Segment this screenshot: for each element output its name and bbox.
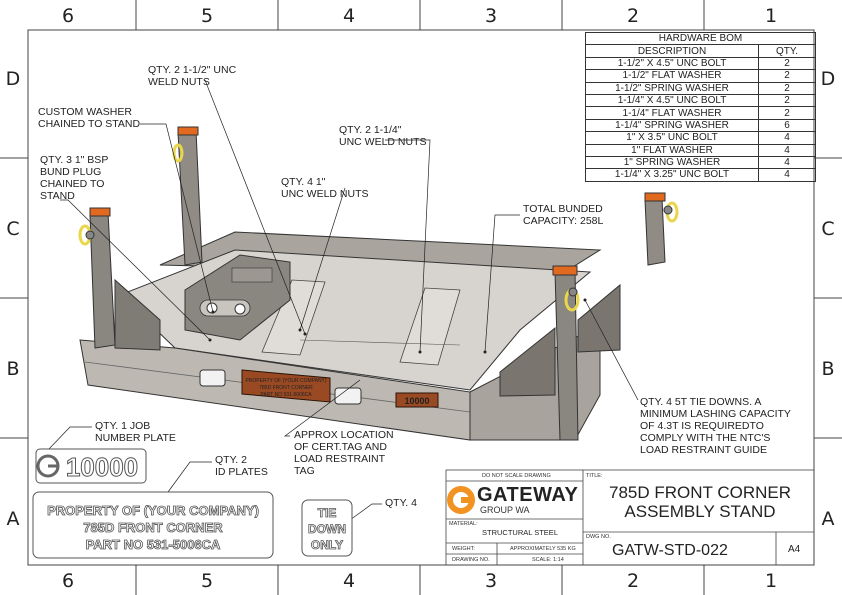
- corner-post-rear-left: [177, 126, 203, 266]
- id-plate: [32, 491, 274, 559]
- callout-bunded-capacity: TOTAL BUNDED CAPACITY: 258L: [523, 203, 604, 227]
- callout-weld-nuts-1: QTY. 4 1" UNC WELD NUTS: [281, 176, 369, 200]
- id-plate-line-2: 785D FRONT CORNER: [83, 520, 223, 535]
- gateway-logo-icon: [447, 486, 475, 514]
- bom-qty: 4: [758, 155, 816, 170]
- zone-left-b: B: [6, 358, 20, 380]
- bom-desc: 1" SPRING WASHER: [585, 155, 759, 170]
- zone-left-d: D: [5, 68, 21, 90]
- bom-desc: 1" FLAT WASHER: [585, 143, 759, 157]
- callout-job-plate: QTY. 1 JOB NUMBER PLATE: [95, 420, 176, 444]
- corner-post-front-right: [499, 265, 621, 441]
- material-label: MATERIAL:: [449, 521, 478, 527]
- company-sub: GROUP WA: [480, 505, 530, 515]
- zone-top-3: 3: [484, 5, 498, 27]
- material-value: STRUCTURAL STEEL: [482, 528, 558, 537]
- weight-label: WEIGHT:: [452, 546, 475, 552]
- sheet-size: A4: [788, 544, 801, 555]
- zone-bottom-6: 6: [61, 570, 75, 592]
- tag-line-2: 785D FRONT CORNER: [259, 385, 313, 391]
- job-tag-number: 10000: [404, 396, 429, 406]
- tie-plate-line-3: ONLY: [311, 538, 343, 552]
- job-tag: [395, 392, 439, 408]
- bom-qty: 6: [758, 118, 816, 133]
- zone-right-d: D: [820, 68, 836, 90]
- zone-bottom-2: 2: [626, 570, 640, 592]
- id-plate-line-3: PART NO 531-5006CA: [86, 537, 221, 552]
- tag-line-3: PART NO 531-5006CA: [260, 392, 312, 398]
- zone-right-a: A: [821, 508, 835, 530]
- dwg-number: GATW-STD-022: [612, 542, 728, 559]
- company-name: GATEWAY: [477, 484, 579, 506]
- tie-down-ring: [663, 201, 679, 223]
- bom-title: HARDWARE BOM: [585, 31, 816, 46]
- zone-top-1: 1: [764, 5, 778, 27]
- tie-down-ring: [172, 143, 184, 163]
- callout-weld-nuts-1-1-2: QTY. 2 1-1/2" UNC WELD NUTS: [148, 64, 237, 88]
- zone-bottom-1: 1: [764, 570, 778, 592]
- bom-qty: 4: [758, 168, 816, 182]
- custom-washer: [234, 303, 246, 315]
- zone-top-4: 4: [342, 5, 356, 27]
- cross-member: [399, 287, 461, 366]
- dwg-no-label: DWG NO.: [586, 534, 611, 540]
- tag-line-1: PROPERTY OF (YOUR COMPANY): [245, 378, 326, 384]
- bom-header-qty: QTY.: [758, 44, 816, 58]
- title-label: TITLE:: [586, 473, 603, 479]
- zone-top-2: 2: [626, 5, 640, 27]
- do-not-scale-label: DO NOT SCALE DRAWING: [482, 473, 551, 479]
- scale-value: SCALE: 1:14: [532, 557, 564, 563]
- zone-left-c: C: [6, 218, 20, 240]
- zone-top-5: 5: [200, 5, 214, 27]
- callout-tie-qty: QTY. 4: [385, 497, 417, 509]
- fork-pocket: [199, 369, 226, 387]
- drawing-no-label: DRAWING NO.: [452, 557, 490, 563]
- callout-weld-nuts-1-1-4: QTY. 2 1-1/4" UNC WELD NUTS: [339, 124, 427, 148]
- tie-down-plate: [301, 499, 353, 557]
- zone-bottom-3: 3: [484, 570, 498, 592]
- drawing-title: 785D FRONT CORNER ASSEMBLY STAND: [609, 483, 791, 521]
- callout-custom-washer: CUSTOM WASHER CHAINED TO STAND: [38, 106, 141, 130]
- id-plate-line-1: PROPERTY OF (YOUR COMPANY): [47, 503, 259, 518]
- zone-bottom-5: 5: [200, 570, 214, 592]
- job-plate-number: 10000: [66, 452, 138, 482]
- tie-down-ring: [564, 287, 580, 312]
- callout-id-plates: QTY. 2 ID PLATES: [215, 454, 268, 478]
- callout-tie-downs: QTY. 4 5T TIE DOWNS. A MINIMUM LASHING C…: [640, 396, 791, 456]
- tie-down-ring: [78, 224, 95, 246]
- bom-qty: 4: [758, 131, 816, 145]
- zone-left-a: A: [6, 508, 20, 530]
- weight-value: APPROXIMATELY 535 KG: [510, 546, 576, 552]
- callout-cert-tag: APPROX LOCATION OF CERT.TAG AND LOAD RES…: [294, 429, 394, 477]
- g-logo-icon: [36, 454, 60, 478]
- tie-plate-line-2: DOWN: [308, 522, 346, 536]
- bom-qty: 4: [758, 143, 816, 157]
- fork-pocket: [334, 387, 362, 405]
- zone-right-b: B: [821, 358, 835, 380]
- hardware-bom-table: HARDWARE BOM DESCRIPTION QTY. 1-1/2" X 4…: [585, 31, 816, 182]
- job-number-plate: [35, 448, 147, 484]
- zone-right-c: C: [821, 218, 835, 240]
- corner-post-rear-right: [644, 192, 666, 266]
- zone-bottom-4: 4: [342, 570, 356, 592]
- callout-bsp-plug: QTY. 3 1" BSP BUND PLUG CHAINED TO STAND: [40, 154, 109, 202]
- zone-top-6: 6: [61, 5, 75, 27]
- tie-plate-line-1: TIE: [318, 506, 337, 520]
- corner-post-front-left: [89, 207, 161, 351]
